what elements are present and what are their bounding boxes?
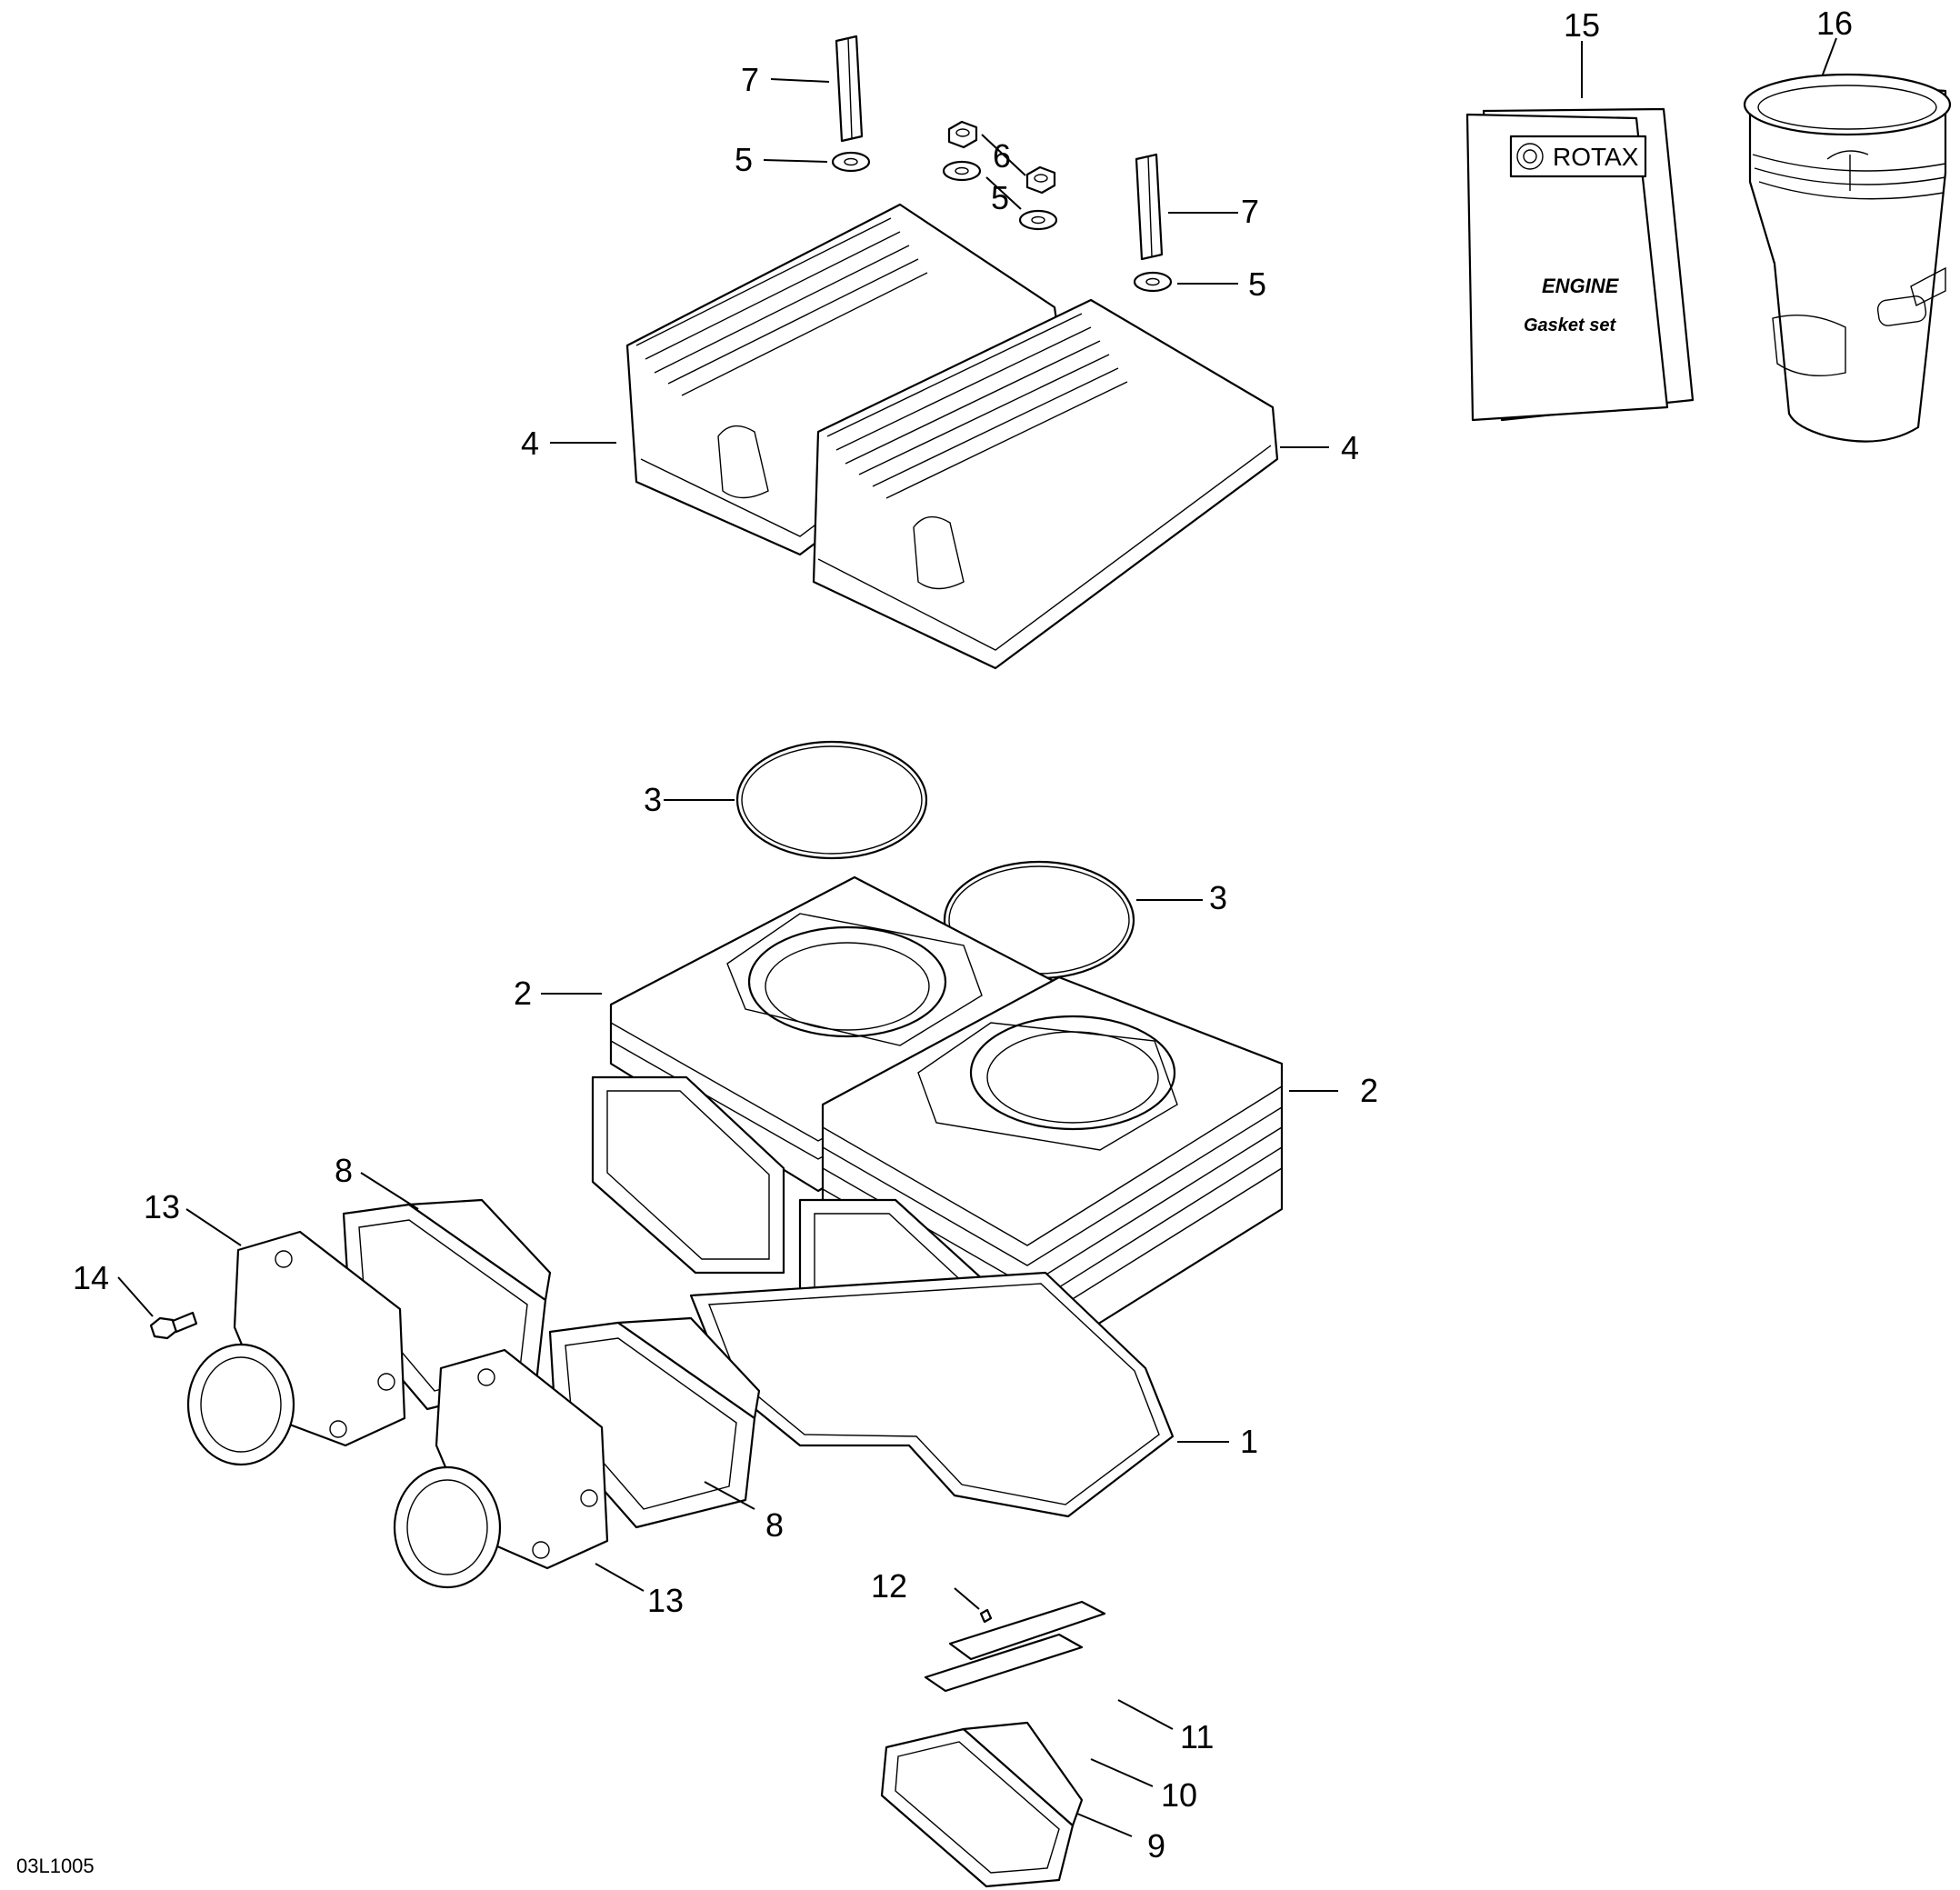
callout-labels: 7 5 6 5 7 5 4 4 3 3 2 2 1 8 8 13 13 14 1… <box>73 5 1853 1865</box>
callout-3-left: 3 <box>644 781 662 818</box>
callout-9: 9 <box>1147 1827 1165 1865</box>
callout-3-right: 3 <box>1209 879 1227 916</box>
callout-4-left: 4 <box>521 425 539 462</box>
diagram-reference-code: 03L1005 <box>16 1855 95 1877</box>
callout-10: 10 <box>1161 1776 1197 1814</box>
rotax-gear-logo <box>1516 143 1544 170</box>
callout-11: 11 <box>1180 1718 1214 1755</box>
callout-4-right: 4 <box>1341 429 1359 466</box>
cylinder-head-right <box>717 298 1279 670</box>
callout-13-lower: 13 <box>647 1582 684 1619</box>
callout-12: 12 <box>871 1567 907 1605</box>
callout-16: 16 <box>1816 5 1853 42</box>
washers <box>831 151 1173 293</box>
booklet-subtitle: Gasket set <box>1524 315 1617 335</box>
callout-2-left: 2 <box>514 975 532 1012</box>
cylinder-block <box>591 875 1284 1397</box>
callout-5-right: 5 <box>1248 265 1266 303</box>
leader-lines <box>117 37 1837 1837</box>
callout-7-left: 7 <box>741 61 759 98</box>
reed-screw <box>979 1608 993 1624</box>
callout-14: 14 <box>73 1259 109 1296</box>
nuts <box>947 120 1056 195</box>
reed-stop-plate <box>948 1600 1106 1661</box>
stud-right <box>1135 153 1164 261</box>
reed-block-exploded <box>880 1600 1106 1888</box>
callout-13-upper: 13 <box>144 1188 180 1225</box>
base-gasket <box>689 1271 1175 1518</box>
callout-6: 6 <box>993 137 1011 175</box>
reed-petal <box>924 1633 1084 1693</box>
intake-manifold-upper <box>186 1230 406 1466</box>
callout-2-right: 2 <box>1360 1072 1378 1109</box>
gasket-set-booklet: ROTAX ENGINE Gasket set <box>1465 107 1695 422</box>
brand-label: ROTAX <box>1553 143 1639 171</box>
callout-7-right: 7 <box>1241 193 1259 230</box>
callout-5-middle: 5 <box>991 179 1009 216</box>
o-rings <box>735 740 1135 980</box>
callout-5-left: 5 <box>735 141 753 178</box>
bolt <box>149 1311 198 1340</box>
callout-8-upper: 8 <box>335 1152 353 1189</box>
callout-1: 1 <box>1240 1423 1258 1460</box>
cylinder-sleeve <box>1743 73 1952 443</box>
callout-8-lower: 8 <box>765 1506 784 1544</box>
booklet-title: ENGINE <box>1542 275 1620 297</box>
stud-left <box>835 35 864 143</box>
callout-15: 15 <box>1564 6 1600 44</box>
intake-manifold-lower <box>393 1348 609 1589</box>
